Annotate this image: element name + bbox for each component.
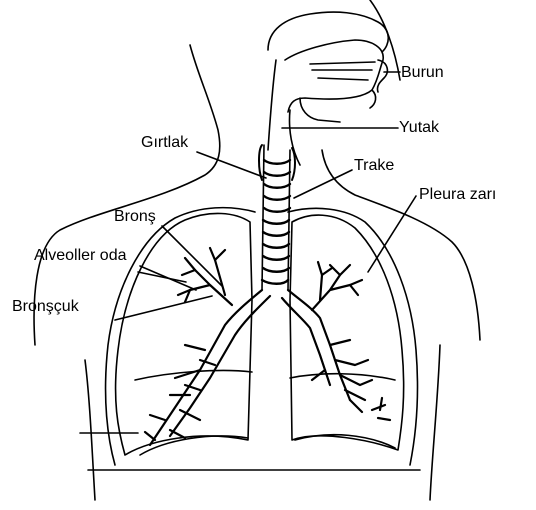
label-burun: Burun [401,64,444,82]
head-outline [268,12,388,52]
pharynx-left [268,60,276,150]
right-small-bronchiole [372,398,390,420]
trachea [259,145,295,290]
label-yutak: Yutak [399,119,439,137]
bronchial-tree [145,248,390,445]
back-of-head-outline [370,0,400,80]
head-airway [268,40,387,165]
right-main-bronchus [288,290,350,400]
nostril [377,60,387,92]
leader-alveoller-2 [138,272,186,282]
right-arm-outline [430,345,440,500]
label-girtlak: Gırtlak [141,134,188,152]
left-lung-outline [116,213,252,455]
pleura-membrane-right [288,208,417,465]
left-bronchus-wall [170,296,270,436]
left-bronchioles-lower [145,345,215,440]
label-pleura: Pleura zarı [419,186,496,204]
right-bronchioles-upper [318,262,362,295]
left-arm-outline [85,360,95,500]
neck-right-outline [322,150,480,340]
leader-trake [294,170,352,198]
label-bronscuk: Bronşçuk [12,298,79,316]
left-upper-bronchus [190,260,232,305]
label-alveoller: Alveoller oda [34,247,127,265]
nose-turbinates [310,62,375,80]
right-upper-bronchus [312,275,350,310]
right-bronchioles-lower [312,340,372,412]
label-trake: Trake [354,157,394,175]
pleura-membrane-left [106,208,255,465]
left-main-bronchus [150,290,262,445]
label-brons: Bronş [114,208,156,226]
lungs [106,208,418,465]
leader-bronscuk [115,296,212,320]
mouth [370,90,376,108]
leader-lines [80,72,416,433]
lung-base-left [140,436,248,455]
oral-cavity [300,98,340,122]
